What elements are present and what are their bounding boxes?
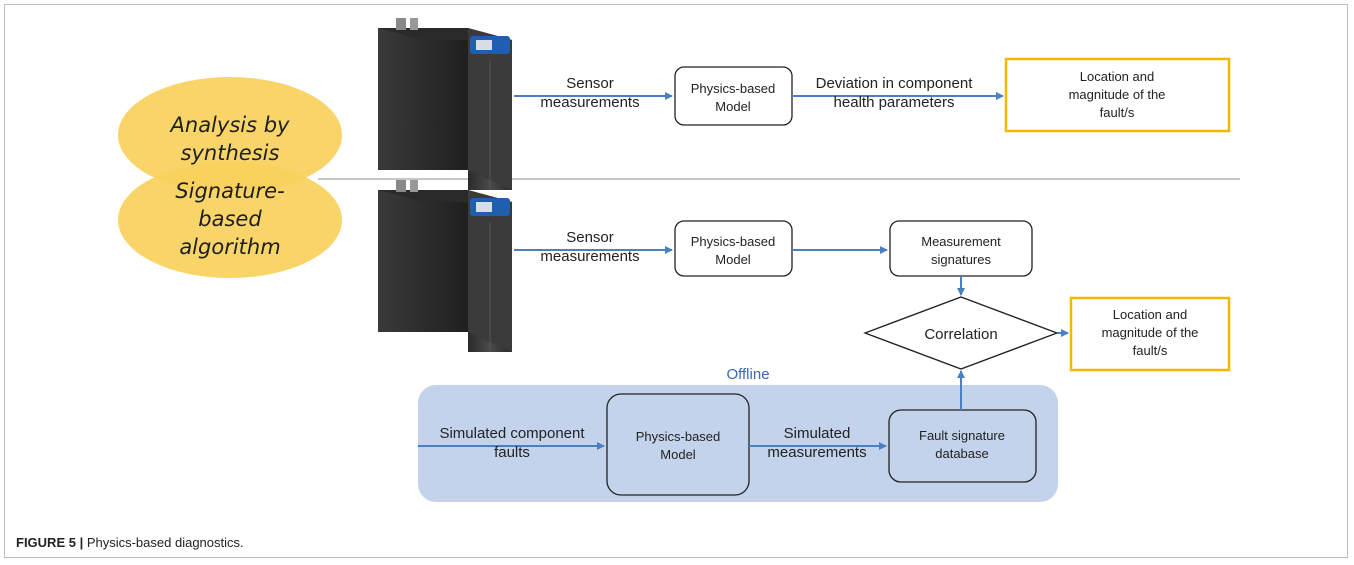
top-model-box	[674, 66, 793, 126]
correlation-diamond	[863, 296, 1059, 370]
top-arrow1-line1: Sensor	[566, 75, 614, 92]
bottom-arrow1-line2: measurements	[540, 248, 639, 265]
top-arrow1-line2: measurements	[540, 94, 639, 111]
top-result-line1: Location and	[1080, 69, 1154, 84]
offline-input-line1: Simulated component	[439, 425, 585, 442]
caption-label: FIGURE 5 |	[16, 535, 84, 550]
oval-analysis-by-synthesis	[118, 77, 342, 193]
offline-output-line1: Simulated	[784, 425, 851, 442]
top-model-line2: Model	[715, 99, 751, 114]
top-model-line1: Physics-based	[691, 81, 776, 96]
database-line2: database	[935, 446, 989, 461]
offline-model-line2: Model	[660, 447, 696, 462]
bottom-arrow1-line1: Sensor	[566, 229, 614, 246]
offline-input-line2: faults	[494, 444, 530, 461]
oval-top-line2: synthesis	[181, 141, 280, 165]
oval-signature-based	[118, 162, 342, 278]
caption-text: Physics-based diagnostics.	[83, 535, 244, 550]
bottom-result-line3: fault/s	[1133, 343, 1168, 358]
bottom-model-line1: Physics-based	[691, 234, 776, 249]
top-result-line3: fault/s	[1100, 105, 1135, 120]
offline-model-box	[606, 393, 750, 496]
offline-output-line2: measurements	[767, 444, 866, 461]
top-result-box	[1004, 57, 1231, 133]
top-arrow2-line2: health parameters	[834, 94, 955, 111]
fuel-cell-device-image-top	[378, 18, 512, 190]
oval-top-line1: Analysis by	[169, 113, 291, 137]
database-line1: Fault signature	[919, 428, 1005, 443]
figure-caption: FIGURE 5 | Physics-based diagnostics.	[16, 535, 244, 550]
oval-bottom-line3: algorithm	[179, 235, 280, 259]
oval-bottom-line2: based	[198, 207, 262, 231]
fuel-cell-device-image-bottom	[378, 180, 512, 352]
top-arrow2-line1: Deviation in component	[816, 75, 974, 92]
bottom-result-line2: magnitude of the	[1102, 325, 1199, 340]
offline-model-line1: Physics-based	[636, 429, 721, 444]
signatures-line1: Measurement	[921, 234, 1001, 249]
fault-signature-database-box	[888, 409, 1037, 483]
signatures-line2: signatures	[931, 252, 991, 267]
top-result-line2: magnitude of the	[1069, 87, 1166, 102]
correlation-label: Correlation	[924, 326, 997, 343]
bottom-result-line1: Location and	[1113, 307, 1187, 322]
bottom-model-box	[674, 220, 793, 277]
oval-bottom-line1: Signature-	[175, 179, 284, 203]
offline-title: Offline	[726, 366, 769, 383]
bottom-model-line2: Model	[715, 252, 751, 267]
bottom-result-box	[1069, 296, 1231, 372]
